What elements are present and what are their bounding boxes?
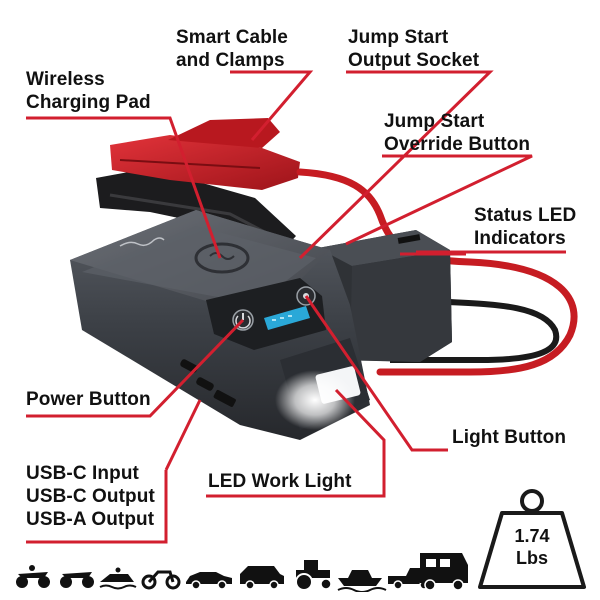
label-usb-line3: USB-A Output	[26, 509, 155, 530]
label-jump-start-socket: Jump Start Output Socket	[348, 26, 479, 72]
red-cable	[296, 168, 578, 376]
label-smart-cable-line2: and Clamps	[176, 50, 285, 71]
label-status-line1: Status LED	[474, 205, 577, 226]
rv-icon	[420, 553, 468, 591]
red-clamp	[110, 118, 300, 190]
label-light-button: Light Button	[452, 427, 567, 448]
jump-starter-body	[70, 210, 370, 440]
label-status-led: Status LED Indicators	[474, 204, 576, 250]
led-display	[264, 306, 310, 330]
sedan-icon	[186, 572, 232, 590]
atv-icon	[60, 572, 94, 588]
label-usb-line1: USB-C Input	[26, 463, 139, 484]
weight-icon	[478, 489, 586, 589]
wireless-pad-icon	[194, 242, 250, 274]
boat-icon	[337, 570, 387, 592]
label-wireless-pad: Wireless Charging Pad	[26, 68, 151, 114]
motorcycle-icon	[141, 570, 181, 590]
label-jump-socket-line1: Jump Start	[348, 27, 449, 48]
label-led-work-light: LED Work Light	[208, 471, 352, 492]
vehicle-icon-row	[16, 560, 434, 592]
label-wireless-line1: Wireless	[26, 69, 105, 90]
label-override-button: Jump Start Override Button	[384, 110, 530, 156]
weight-value: 1.74	[514, 526, 550, 546]
label-override-line1: Jump Start	[384, 111, 485, 132]
atv-icon	[16, 565, 50, 588]
weight-label: 1.74 Lbs	[474, 525, 590, 569]
label-smart-cable: Smart Cable and Clamps	[176, 26, 288, 72]
black-cable-loop	[390, 297, 560, 363]
label-power-button: Power Button	[26, 389, 151, 410]
weight-unit: Lbs	[515, 548, 548, 568]
label-jump-socket-line2: Output Socket	[348, 50, 480, 71]
label-usb-line2: USB-C Output	[26, 486, 155, 507]
leader-lines	[26, 70, 566, 544]
tractor-icon	[295, 560, 332, 591]
label-wireless-line2: Charging Pad	[26, 92, 151, 113]
label-usb-ports: USB-C Input USB-C Output USB-A Output	[26, 462, 155, 531]
label-smart-cable-line1: Smart Cable	[176, 27, 288, 48]
label-status-line2: Indicators	[474, 228, 566, 249]
jetski-icon	[99, 567, 137, 590]
suv-icon	[240, 566, 284, 590]
label-override-line2: Override Button	[384, 134, 531, 155]
